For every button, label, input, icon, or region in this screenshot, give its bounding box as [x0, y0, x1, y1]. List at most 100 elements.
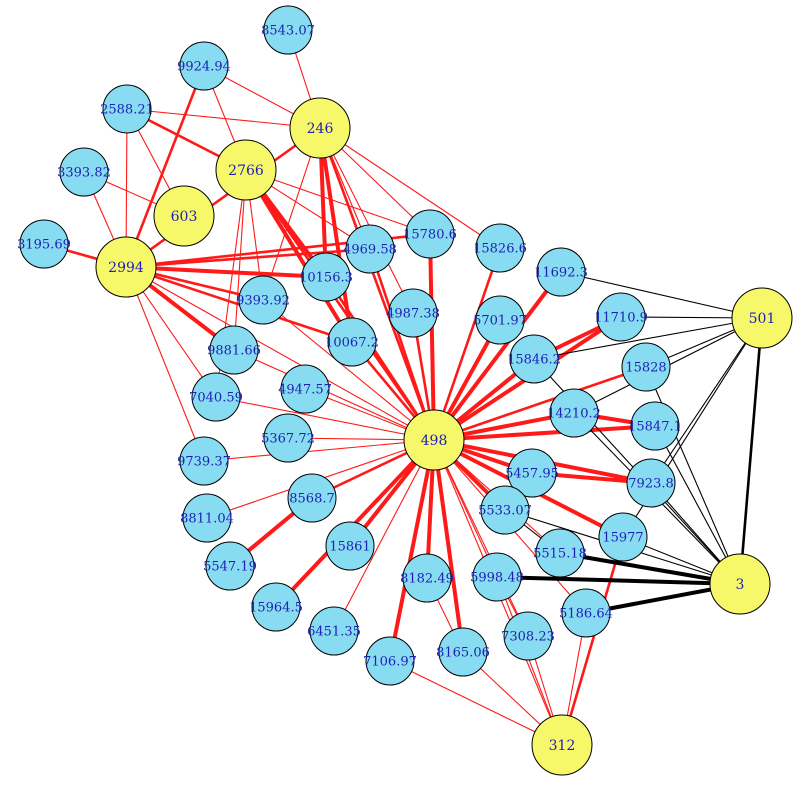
- node-4987.38[interactable]: 4987.38: [386, 288, 440, 338]
- node-circle[interactable]: [365, 636, 415, 686]
- node-circle[interactable]: [301, 252, 351, 302]
- node-circle[interactable]: [205, 541, 255, 591]
- node-11710.9[interactable]: 11710.9: [594, 292, 648, 342]
- node-circle[interactable]: [19, 219, 69, 269]
- node-3195.69[interactable]: 3195.69: [17, 219, 71, 269]
- node-501[interactable]: 501: [731, 287, 793, 349]
- node-5186.64[interactable]: 5186.64: [559, 588, 613, 638]
- node-circle[interactable]: [475, 295, 525, 345]
- node-603[interactable]: 603: [153, 185, 215, 247]
- node-circle[interactable]: [327, 317, 377, 367]
- node-15977[interactable]: 15977: [598, 512, 648, 562]
- node-circle[interactable]: [561, 588, 611, 638]
- node-circle[interactable]: [731, 287, 793, 349]
- node-8811.04[interactable]: 8811.04: [180, 493, 234, 543]
- node-circle[interactable]: [626, 458, 676, 508]
- node-9924.94[interactable]: 9924.94: [177, 41, 231, 91]
- node-7040.59[interactable]: 7040.59: [189, 372, 243, 422]
- node-10156.3[interactable]: 10156.3: [299, 252, 353, 302]
- node-2588.21[interactable]: 2588.21: [100, 84, 154, 134]
- node-15780.6[interactable]: 15780.6: [403, 209, 457, 259]
- node-circle[interactable]: [280, 364, 330, 414]
- node-circle[interactable]: [596, 292, 646, 342]
- node-circle[interactable]: [503, 611, 553, 661]
- node-15964.5[interactable]: 15964.5: [249, 582, 303, 632]
- node-circle[interactable]: [238, 275, 288, 325]
- node-9881.66[interactable]: 9881.66: [207, 325, 261, 375]
- node-5533.07[interactable]: 5533.07: [478, 485, 532, 535]
- node-circle[interactable]: [709, 553, 771, 615]
- node-5457.95[interactable]: 5457.95: [505, 448, 559, 498]
- node-10067.2[interactable]: 10067.2: [325, 317, 379, 367]
- node-circle[interactable]: [59, 147, 109, 197]
- node-9393.92[interactable]: 9393.92: [236, 275, 290, 325]
- node-6451.35[interactable]: 6451.35: [307, 606, 361, 656]
- node-circle[interactable]: [475, 223, 525, 273]
- node-7923.8[interactable]: 7923.8: [626, 458, 676, 508]
- node-8182.49[interactable]: 8182.49: [400, 553, 454, 603]
- node-circle[interactable]: [405, 209, 455, 259]
- node-246[interactable]: 246: [289, 97, 351, 159]
- node-7308.23[interactable]: 7308.23: [501, 611, 555, 661]
- node-15847.1[interactable]: 15847.1: [628, 401, 682, 451]
- node-8568.7[interactable]: 8568.7: [287, 473, 337, 523]
- node-circle[interactable]: [535, 528, 585, 578]
- node-312[interactable]: 312: [531, 714, 593, 776]
- node-label: 4969.58: [343, 243, 397, 258]
- node-11692.3[interactable]: 11692.3: [534, 247, 588, 297]
- node-15826.6[interactable]: 15826.6: [473, 223, 527, 273]
- node-circle[interactable]: [287, 473, 337, 523]
- node-9739.37[interactable]: 9739.37: [177, 436, 231, 486]
- node-3[interactable]: 3: [709, 553, 771, 615]
- node-5701.97[interactable]: 5701.97: [473, 295, 527, 345]
- node-circle[interactable]: [402, 553, 452, 603]
- node-circle[interactable]: [95, 236, 157, 298]
- node-circle[interactable]: [509, 334, 559, 384]
- node-circle[interactable]: [102, 84, 152, 134]
- node-circle[interactable]: [536, 247, 586, 297]
- node-circle[interactable]: [325, 521, 375, 571]
- node-circle[interactable]: [263, 5, 313, 55]
- node-2766[interactable]: 2766: [215, 139, 277, 201]
- node-5547.19[interactable]: 5547.19: [203, 541, 257, 591]
- node-circle[interactable]: [251, 582, 301, 632]
- node-circle[interactable]: [289, 97, 351, 159]
- node-4947.57[interactable]: 4947.57: [278, 364, 332, 414]
- node-circle[interactable]: [531, 714, 593, 776]
- node-circle[interactable]: [621, 342, 671, 392]
- node-circle[interactable]: [438, 627, 488, 677]
- node-circle[interactable]: [263, 413, 313, 463]
- node-circle[interactable]: [598, 512, 648, 562]
- node-circle[interactable]: [179, 41, 229, 91]
- node-4969.58[interactable]: 4969.58: [343, 224, 397, 274]
- node-circle[interactable]: [182, 493, 232, 543]
- node-5515.18[interactable]: 5515.18: [533, 528, 587, 578]
- node-circle[interactable]: [507, 448, 557, 498]
- node-7106.97[interactable]: 7106.97: [363, 636, 417, 686]
- node-5367.72[interactable]: 5367.72: [261, 413, 315, 463]
- node-15846.2[interactable]: 15846.2: [507, 334, 561, 384]
- node-14210.2[interactable]: 14210.2: [547, 388, 601, 438]
- node-3393.82[interactable]: 3393.82: [57, 147, 111, 197]
- node-8543.07[interactable]: 8543.07: [261, 5, 315, 55]
- node-circle[interactable]: [153, 185, 215, 247]
- node-5998.48[interactable]: 5998.48: [470, 552, 524, 602]
- node-circle[interactable]: [630, 401, 680, 451]
- node-15828[interactable]: 15828: [621, 342, 671, 392]
- node-circle[interactable]: [179, 436, 229, 486]
- node-498[interactable]: 498: [403, 409, 465, 471]
- node-circle[interactable]: [345, 224, 395, 274]
- node-circle[interactable]: [472, 552, 522, 602]
- node-circle[interactable]: [549, 388, 599, 438]
- node-8165.06[interactable]: 8165.06: [436, 627, 490, 677]
- node-circle[interactable]: [209, 325, 259, 375]
- node-2994[interactable]: 2994: [95, 236, 157, 298]
- node-label: 3393.82: [57, 166, 111, 181]
- node-circle[interactable]: [480, 485, 530, 535]
- node-15861[interactable]: 15861: [325, 521, 375, 571]
- node-circle[interactable]: [388, 288, 438, 338]
- node-circle[interactable]: [215, 139, 277, 201]
- node-circle[interactable]: [191, 372, 241, 422]
- node-circle[interactable]: [403, 409, 465, 471]
- node-circle[interactable]: [309, 606, 359, 656]
